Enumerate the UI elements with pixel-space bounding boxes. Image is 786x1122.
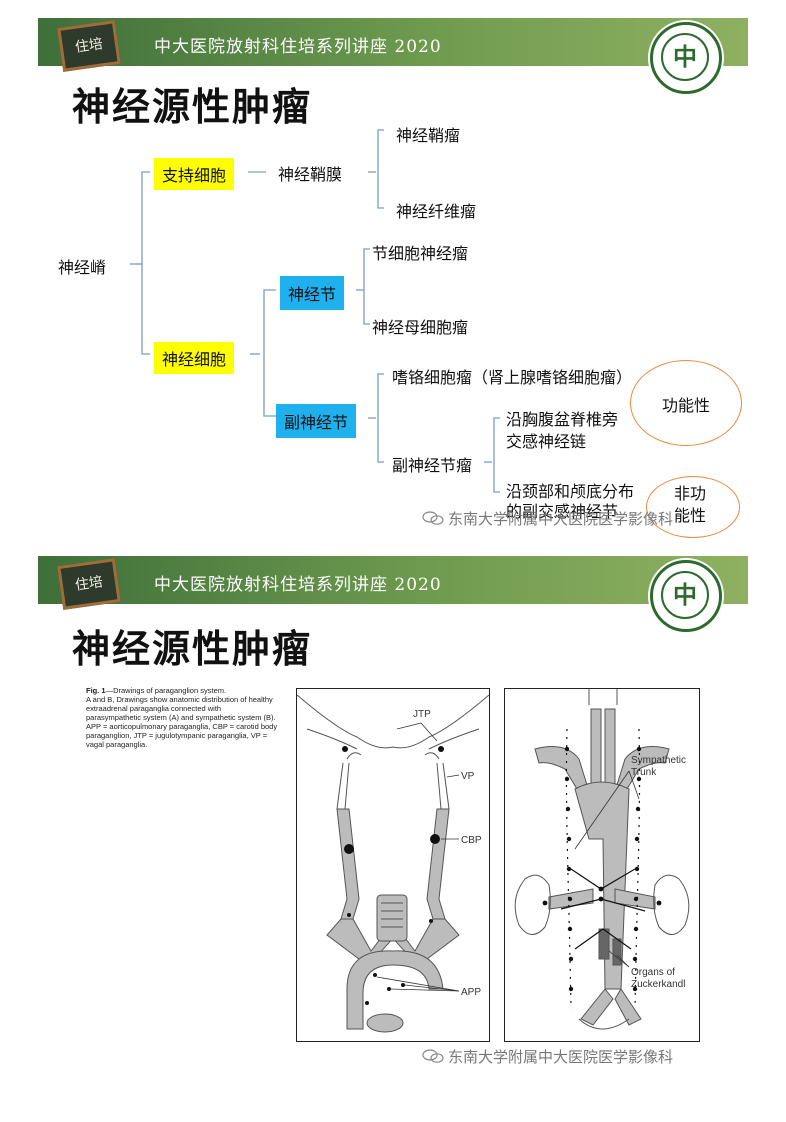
node-parasympathetic-l1: 沿颈部和颅底分布 bbox=[506, 482, 635, 501]
wechat-icon bbox=[422, 511, 444, 525]
banner-title: 中大医院放射科住培系列讲座 2020 bbox=[154, 575, 442, 595]
node-schwannoma: 神经鞘瘤 bbox=[396, 126, 461, 145]
node-sympathetic-chain-l1: 沿胸腹盆脊椎旁 bbox=[506, 410, 619, 429]
chalkboard-logo: 住培 bbox=[57, 558, 121, 610]
label-jtp: JTP bbox=[413, 709, 431, 720]
node-neural-cells: 神经细胞 bbox=[154, 342, 235, 374]
wechat-watermark: 东南大学附属中大医院医学影像科 bbox=[422, 1046, 673, 1067]
slide-banner: 住培 中大医院放射科住培系列讲座 2020 bbox=[38, 556, 748, 610]
slide-banner: 住培 中大医院放射科住培系列讲座 2020 bbox=[38, 18, 748, 72]
node-paraganglioma: 副神经节瘤 bbox=[392, 456, 473, 475]
watermark-text: 东南大学附属中大医院医学影像科 bbox=[448, 510, 674, 528]
seal-center: 中 bbox=[661, 33, 709, 81]
node-paraganglion: 副神经节 bbox=[276, 404, 357, 438]
label-sympathetic-l2: Trunk bbox=[631, 767, 657, 778]
label-organs-l2: Zuckerkandl bbox=[631, 979, 685, 990]
oval-functional bbox=[630, 360, 742, 446]
figure-caption: Fig. 1—Drawings of paraganglion system. … bbox=[86, 686, 278, 749]
node-support-cells: 支持细胞 bbox=[154, 158, 235, 190]
caption-title: —Drawings of paraganglion system. bbox=[105, 686, 227, 695]
figure-panel-a: JTP VP CBP APP bbox=[296, 688, 490, 1042]
sympathetic-drawing: Sympathetic Trunk Organs of Zuckerkandl bbox=[514, 689, 690, 1030]
node-sympathetic-chain-l2: 交感神经链 bbox=[506, 432, 587, 451]
node-parasympathetic-l2: 的副交感神经节 bbox=[506, 502, 619, 521]
wechat-icon bbox=[422, 1049, 444, 1063]
banner-title: 中大医院放射科住培系列讲座 2020 bbox=[154, 37, 442, 57]
node-neural-crest: 神经嵴 bbox=[58, 258, 107, 277]
node-nerve-sheath: 神经鞘膜 bbox=[278, 165, 343, 184]
hospital-seal-logo: 中 bbox=[650, 560, 722, 632]
node-neurofibroma: 神经纤维瘤 bbox=[396, 202, 477, 221]
slide-title: 神经源性肿瘤 bbox=[72, 85, 313, 129]
label-sympathetic-l1: Sympathetic bbox=[631, 755, 686, 766]
label-nonfunctional-l1: 非功 bbox=[674, 484, 707, 503]
label-nonfunctional-l2: 能性 bbox=[674, 506, 707, 525]
label-cbp: CBP bbox=[461, 835, 482, 846]
node-ganglioneuroma: 节细胞神经瘤 bbox=[372, 244, 469, 263]
label-vp: VP bbox=[461, 771, 475, 782]
slide-paraganglion-drawings: 住培 中大医院放射科住培系列讲座 2020 中 神经源性肿瘤 Fig. 1—Dr… bbox=[38, 556, 748, 1076]
tree-connectors bbox=[130, 129, 500, 493]
watermark-text: 东南大学附属中大医院医学影像科 bbox=[448, 1048, 674, 1066]
hospital-seal-logo: 中 bbox=[650, 22, 722, 94]
seal-center: 中 bbox=[661, 571, 709, 619]
parasympathetic-drawing: JTP VP CBP APP bbox=[296, 694, 490, 1033]
figure-panel-b: Sympathetic Trunk Organs of Zuckerkandl bbox=[504, 688, 700, 1042]
label-functional: 功能性 bbox=[662, 396, 711, 415]
slide-neurogenic-tumor-tree: 住培 中大医院放射科住培系列讲座 2020 中 神经源性肿瘤 bbox=[38, 18, 748, 538]
caption-body: A and B, Drawings show anatomic distribu… bbox=[86, 695, 278, 749]
node-ganglion: 神经节 bbox=[280, 276, 345, 310]
label-organs-l1: Organs of bbox=[631, 967, 675, 978]
node-pheochromocytoma: 嗜铬细胞瘤（肾上腺嗜铬细胞瘤） bbox=[392, 368, 633, 387]
slide-title: 神经源性肿瘤 bbox=[72, 627, 313, 671]
caption-fig-label: Fig. 1 bbox=[86, 686, 106, 695]
node-neuroblastoma: 神经母细胞瘤 bbox=[372, 318, 469, 337]
label-app: APP bbox=[461, 987, 481, 998]
wechat-watermark: 东南大学附属中大医院医学影像科 bbox=[422, 508, 673, 529]
oval-nonfunctional bbox=[646, 476, 740, 538]
